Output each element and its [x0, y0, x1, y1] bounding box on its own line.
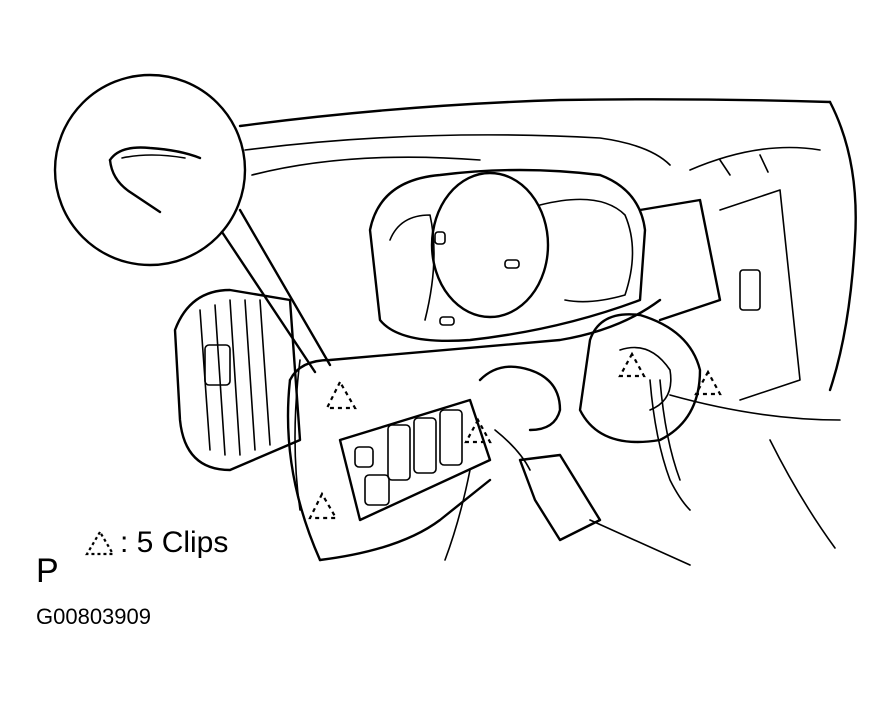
clip-marker — [325, 379, 357, 410]
detail-magnifier — [53, 73, 332, 374]
dashed-triangle-clip-icon — [85, 529, 115, 556]
lower-trim-panel — [286, 298, 662, 562]
wire-harness — [444, 365, 691, 566]
floor-console — [669, 394, 841, 549]
view-letter: P — [36, 552, 59, 590]
dashboard-top — [238, 98, 857, 392]
figure-code: G00803909 — [36, 604, 151, 629]
clip-marker — [618, 351, 646, 378]
switch-panel — [338, 398, 492, 522]
legend-label: : 5 Clips — [120, 526, 229, 559]
steering-column — [578, 189, 801, 511]
instrument-cluster — [368, 168, 647, 342]
clips-legend: : 5 Clips — [84, 523, 228, 563]
clip-marker — [308, 491, 338, 520]
air-vent — [173, 288, 302, 472]
